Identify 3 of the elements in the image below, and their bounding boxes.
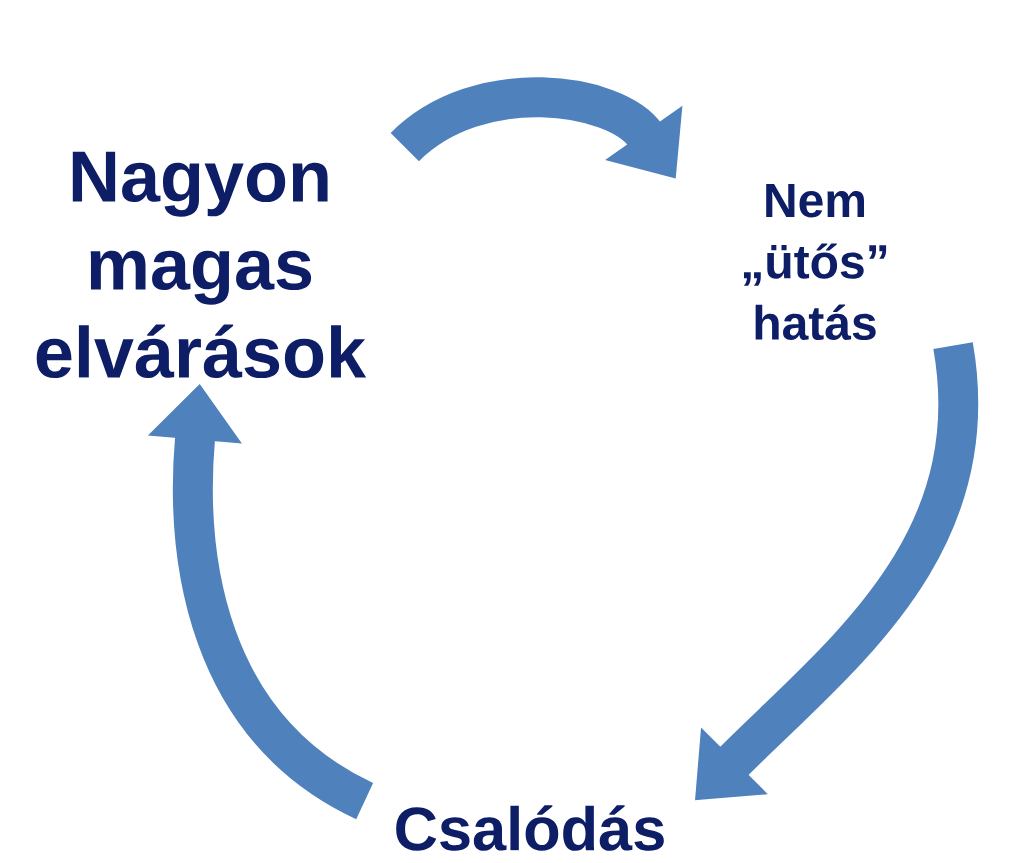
cycle-label: Nem „ütős” hatás: [743, 183, 887, 341]
cycle-label: Nagyon magas elvárások: [36, 151, 367, 379]
cycle-label: Csalódás: [396, 805, 664, 851]
